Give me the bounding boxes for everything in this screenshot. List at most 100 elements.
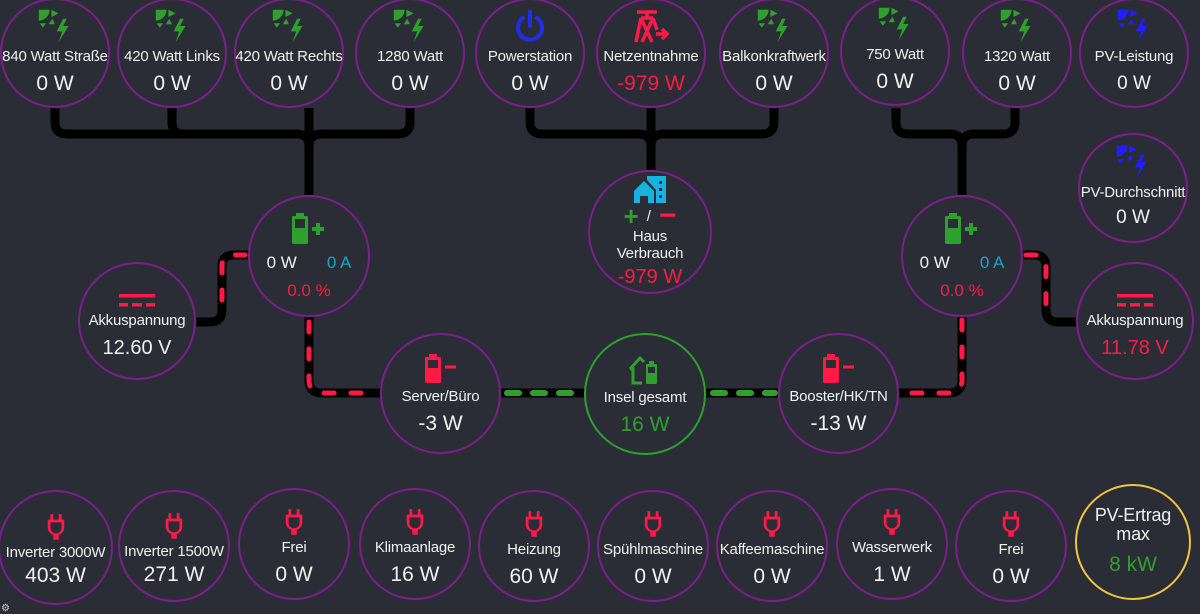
- power-plug-icon: [761, 503, 783, 537]
- consumer-node[interactable]: Inverter 3000W 403 W: [0, 490, 113, 605]
- dc-voltage-icon: [1117, 282, 1153, 308]
- pv-node-420-links[interactable]: 420 Watt Links 0 W: [117, 0, 227, 108]
- consumer-node[interactable]: Frei 0 W: [238, 488, 350, 600]
- pv-ertrag-max-node[interactable]: PV-Ertrag max 8 kW: [1075, 484, 1191, 600]
- pv-node-840-strasse[interactable]: 840 Watt Straße 0 W: [0, 0, 110, 108]
- server-buero-node[interactable]: Server/Büro -3 W: [380, 333, 501, 454]
- power-plug-icon: [881, 501, 903, 535]
- line-pv2-to-bus-left: [167, 108, 185, 139]
- battery-right-node[interactable]: 0 W 0 A 0.0 %: [901, 195, 1023, 317]
- battery-power: 0 W: [919, 253, 950, 272]
- battery-charging-icon: [944, 211, 980, 245]
- node-label: Frei: [998, 540, 1024, 558]
- solar-panel-icon: [391, 10, 429, 44]
- battery-current: 0 A: [326, 253, 352, 272]
- pv-leistung-node[interactable]: PV-Leistung 0 W: [1079, 0, 1189, 108]
- power-plug-icon: [45, 506, 67, 540]
- house-consumption-node[interactable]: + / − Haus Verbrauch -979 W: [588, 170, 712, 294]
- node-value: 0 W: [755, 71, 793, 95]
- solar-panel-icon: [998, 10, 1036, 44]
- node-label: Akkuspannung: [1086, 311, 1184, 329]
- slash: /: [646, 207, 651, 225]
- battery-current: 0 A: [979, 253, 1005, 272]
- pv-node-750[interactable]: 750 Watt 0 W: [840, 0, 950, 106]
- consumer-node[interactable]: Wasserwerk 1 W: [836, 488, 948, 600]
- flow-battery-right-to-booster: [900, 317, 965, 396]
- insel-gesamt-node[interactable]: Insel gesamt 16 W: [584, 333, 706, 455]
- flow-battery-left-to-server: [306, 317, 379, 396]
- line-pv6-to-bus-right: [957, 108, 1020, 147]
- node-label: Wasserwerk: [852, 538, 932, 556]
- node-label: Heizung: [507, 540, 561, 558]
- node-label: Balkonkraftwerk: [722, 47, 826, 65]
- consumer-node[interactable]: Spühlmaschine 0 W: [597, 490, 709, 602]
- consumer-node[interactable]: Frei 0 W: [955, 490, 1067, 602]
- grid-import-node[interactable]: Netzentnahme -979 W: [596, 0, 706, 108]
- powerstation-node[interactable]: Powerstation 0 W: [475, 0, 585, 108]
- node-value: 0 W: [753, 564, 791, 588]
- transmission-tower-icon: [632, 9, 670, 44]
- node-label: Klimaanlage: [374, 538, 456, 556]
- node-value: 11.78 V: [1101, 336, 1169, 359]
- node-label: Powerstation: [487, 47, 573, 65]
- node-label-line2: max: [1116, 524, 1150, 544]
- node-label: Insel gesamt: [603, 388, 687, 406]
- node-label: Inverter 3000W: [5, 544, 106, 561]
- minus-icon: −: [658, 199, 677, 232]
- power-plug-icon: [1000, 503, 1022, 537]
- battery-left-node[interactable]: 0 W 0 A 0.0 %: [248, 195, 370, 317]
- voltage-left-node[interactable]: Akkuspannung 12.60 V: [78, 262, 196, 380]
- solar-panel-icon: [36, 10, 74, 44]
- power-plug-icon: [523, 503, 545, 537]
- node-value: 1 W: [873, 562, 911, 586]
- line-pv4-to-bus-left: [304, 108, 415, 147]
- pv-node-1320[interactable]: 1320 Watt 0 W: [962, 0, 1072, 108]
- line-pv5-to-bus-right: [891, 108, 967, 195]
- node-value: 0 W: [153, 71, 191, 95]
- booster-node[interactable]: Booster/HK/TN -13 W: [778, 333, 899, 454]
- gear-icon[interactable]: ⚙: [1, 603, 10, 614]
- dc-voltage-icon: [119, 282, 155, 308]
- pv-node-1280[interactable]: 1280 Watt 0 W: [355, 0, 465, 108]
- node-label-line1: PV-Ertrag: [1094, 505, 1172, 525]
- power-plug-icon: [404, 501, 426, 535]
- node-label: 420 Watt Links: [124, 47, 220, 65]
- line-balkon-to-house: [646, 108, 779, 147]
- consumer-node[interactable]: Heizung 60 W: [478, 490, 590, 602]
- node-label: 750 Watt: [866, 45, 924, 63]
- node-value: 8 kW: [1109, 553, 1157, 576]
- battery-soc: 0.0 %: [287, 281, 331, 300]
- consumer-node[interactable]: Kaffeemaschine 0 W: [716, 490, 828, 602]
- node-label-line2: Verbrauch: [616, 245, 684, 262]
- consumer-node[interactable]: Inverter 1500W 271 W: [118, 490, 230, 602]
- solar-panel-icon: [755, 10, 793, 44]
- home-battery-icon: [628, 351, 662, 385]
- pv-node-420-rechts[interactable]: 420 Watt Rechts 0 W: [234, 0, 344, 108]
- node-label: Frei: [281, 538, 307, 556]
- solar-panel-icon: [1114, 146, 1152, 180]
- line-powerstation-to-house: [525, 108, 656, 170]
- line-battery-left-to-server: [304, 315, 381, 398]
- consumer-node[interactable]: Klimaanlage 16 W: [359, 488, 471, 600]
- node-value: -979 W: [617, 71, 685, 95]
- node-label: 1280 Watt: [376, 47, 443, 65]
- node-label: 840 Watt Straße: [2, 47, 108, 65]
- pv-durchschnitt-node[interactable]: PV-Durchschnitt 0 W: [1078, 133, 1188, 243]
- node-value: 0 W: [270, 71, 308, 95]
- battery-soc: 0.0 %: [940, 281, 984, 300]
- node-label: 1320 Watt: [983, 47, 1050, 65]
- solar-panel-icon: [270, 10, 308, 44]
- node-label: PV-Leistung: [1094, 47, 1174, 65]
- voltage-right-node[interactable]: Akkuspannung 11.78 V: [1076, 262, 1194, 380]
- line-pv1-to-bus-left: [50, 108, 314, 195]
- node-label: Booster/HK/TN: [789, 388, 888, 405]
- plus-icon: +: [623, 201, 639, 231]
- node-label: Inverter 1500W: [124, 542, 224, 560]
- balkonkraftwerk-node[interactable]: Balkonkraftwerk 0 W: [719, 0, 829, 108]
- node-label: Akkuspannung: [88, 311, 186, 329]
- node-value: 0 W: [1116, 206, 1150, 228]
- battery-discharging-icon: [822, 350, 856, 384]
- battery-power: 0 W: [266, 253, 297, 272]
- node-value: 16 W: [620, 412, 670, 436]
